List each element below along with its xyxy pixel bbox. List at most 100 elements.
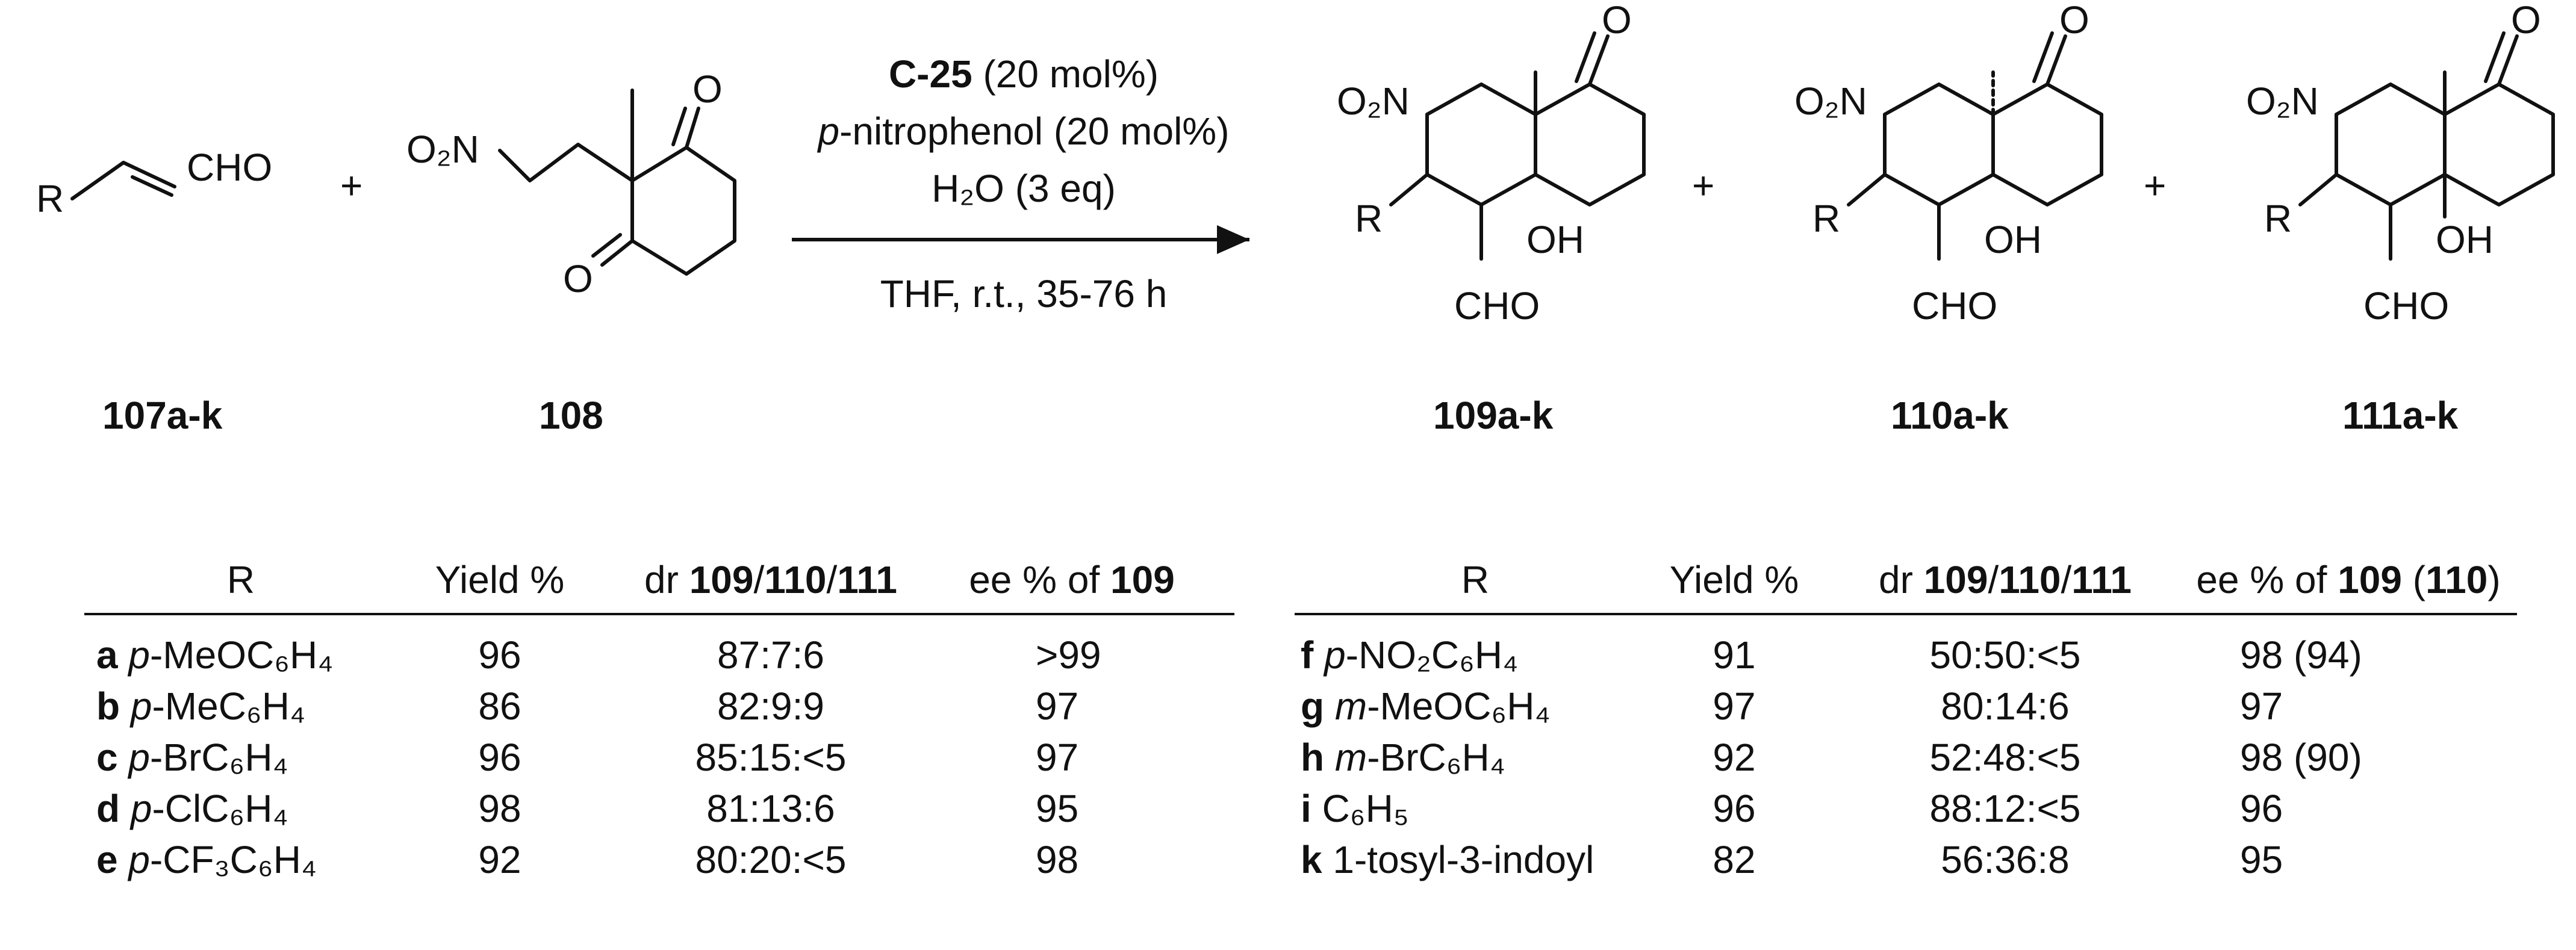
header-yield: Yield % bbox=[435, 558, 565, 601]
cell-substituent: b p-MeC₆H₄ bbox=[96, 685, 305, 728]
substituent-prefix: p bbox=[129, 685, 152, 728]
reactant-108: O₂N O O 108 bbox=[406, 67, 736, 437]
substituent-name: -CF₃C₆H₄ bbox=[150, 838, 317, 881]
ketone-oxygen: O bbox=[1602, 0, 1632, 42]
row-letter: f bbox=[1301, 633, 1314, 677]
cell-dr: 87:7:6 bbox=[717, 633, 824, 677]
cell-substituent: e p-CF₃C₆H₄ bbox=[96, 838, 317, 881]
ketone-oxygen-top: O bbox=[692, 67, 723, 111]
cell-ee: 98 (90) bbox=[2240, 736, 2362, 779]
row-letter: d bbox=[96, 787, 120, 830]
nitro-label: O₂N bbox=[1794, 79, 1867, 123]
hydroxyl-label: OH bbox=[1526, 218, 1584, 261]
cell-yield: 96 bbox=[478, 633, 521, 677]
r-group-label: R bbox=[1355, 197, 1383, 240]
cell-yield: 97 bbox=[1713, 685, 1755, 728]
ketone-oxygen-bottom: O bbox=[563, 257, 593, 300]
cell-substituent: c p-BrC₆H₄ bbox=[96, 736, 288, 779]
cell-yield: 98 bbox=[478, 787, 521, 830]
nitro-label: O₂N bbox=[1337, 79, 1410, 123]
substituent-name: -BrC₆H₄ bbox=[1367, 736, 1505, 779]
water-line: H₂O (3 eq) bbox=[932, 167, 1116, 210]
ketone-oxygen: O bbox=[2059, 0, 2089, 42]
cell-dr: 85:15:<5 bbox=[695, 736, 847, 779]
table-row: c p-BrC₆H₄ 96 85:15:<5 97 bbox=[96, 736, 1078, 779]
cell-ee: 97 bbox=[1036, 685, 1078, 728]
hydroxyl-label: OH bbox=[2436, 218, 2494, 261]
cell-yield: 92 bbox=[1713, 736, 1755, 779]
cell-yield: 86 bbox=[478, 685, 521, 728]
product-111: O O₂N R OH CHO 111a-k bbox=[2246, 0, 2555, 437]
cell-substituent: i C₆H₅ bbox=[1301, 787, 1409, 830]
cell-dr: 80:20:<5 bbox=[695, 838, 847, 881]
row-letter: a bbox=[96, 633, 118, 677]
compound-label-107: 107a-k bbox=[102, 394, 223, 437]
additive-line: p-nitrophenol (20 mol%) bbox=[817, 110, 1230, 153]
substituent-prefix: m bbox=[1335, 736, 1367, 779]
aldehyde-label: CHO bbox=[2363, 284, 2449, 328]
cell-ee: 95 bbox=[2240, 838, 2283, 881]
compound-label-108: 108 bbox=[539, 394, 603, 437]
nitro-label: O₂N bbox=[2246, 79, 2319, 123]
substituent-name: -MeOC₆H₄ bbox=[150, 633, 333, 677]
table-left: R Yield % dr 109/110/111 ee % of 109 a p… bbox=[84, 558, 1234, 881]
ketone-oxygen: O bbox=[2511, 0, 2541, 42]
substituent-name: 1-tosyl-3-indoyl bbox=[1333, 838, 1594, 881]
compound-label-111: 111a-k bbox=[2342, 394, 2459, 437]
row-letter: h bbox=[1301, 736, 1324, 779]
substituent-prefix: p bbox=[127, 838, 150, 881]
substituent-prefix: p bbox=[129, 787, 152, 830]
nitro-label: O₂N bbox=[406, 128, 479, 171]
header-dr: dr 109/110/111 bbox=[1879, 558, 2132, 601]
cell-yield: 91 bbox=[1713, 633, 1755, 677]
cell-yield: 96 bbox=[478, 736, 521, 779]
cell-dr: 52:48:<5 bbox=[1930, 736, 2081, 779]
plus-sign: + bbox=[1692, 164, 1714, 207]
substituent-name: C₆H₅ bbox=[1322, 787, 1409, 830]
reactant-107: R CHO 107a-k bbox=[36, 146, 272, 437]
cell-ee: 97 bbox=[1036, 736, 1078, 779]
r-group-label: R bbox=[1812, 197, 1840, 240]
header-r: R bbox=[1461, 558, 1489, 601]
hydroxyl-label: OH bbox=[1984, 218, 2042, 261]
substituent-name: -MeC₆H₄ bbox=[152, 685, 305, 728]
cell-substituent: f p-NO₂C₆H₄ bbox=[1301, 633, 1518, 677]
row-letter: i bbox=[1301, 787, 1311, 830]
header-dr: dr 109/110/111 bbox=[644, 558, 897, 601]
aldehyde-label: CHO bbox=[1454, 284, 1540, 328]
cell-ee: 98 bbox=[1036, 838, 1078, 881]
substituent-name: -NO₂C₆H₄ bbox=[1346, 633, 1519, 677]
cell-ee: 96 bbox=[2240, 787, 2283, 830]
row-letter: c bbox=[96, 736, 118, 779]
substituent-name: -ClC₆H₄ bbox=[152, 787, 288, 830]
solvent-line: THF, r.t., 35-76 h bbox=[880, 272, 1168, 315]
cell-dr: 82:9:9 bbox=[717, 685, 824, 728]
plus-sign: + bbox=[2144, 164, 2166, 207]
row-letter: g bbox=[1301, 685, 1324, 728]
cell-substituent: h m-BrC₆H₄ bbox=[1301, 736, 1505, 779]
cell-yield: 82 bbox=[1713, 838, 1755, 881]
header-ee: ee % of 109 bbox=[969, 558, 1175, 601]
cell-yield: 96 bbox=[1713, 787, 1755, 830]
cell-dr: 81:13:6 bbox=[706, 787, 835, 830]
cell-substituent: d p-ClC₆H₄ bbox=[96, 787, 288, 830]
catalyst-line: C-25 (20 mol%) bbox=[889, 52, 1159, 96]
aldehyde-label: CHO bbox=[1912, 284, 1997, 328]
substituent-prefix: p bbox=[127, 736, 150, 779]
cell-substituent: k 1-tosyl-3-indoyl bbox=[1301, 838, 1594, 881]
compound-label-109: 109a-k bbox=[1433, 394, 1554, 437]
product-110: O O₂N R OH CHO 110a-k bbox=[1794, 0, 2103, 437]
table-row: b p-MeC₆H₄ 86 82:9:9 97 bbox=[96, 685, 1078, 728]
cell-dr: 50:50:<5 bbox=[1930, 633, 2081, 677]
table-right: R Yield % dr 109/110/111 ee % of 109 (11… bbox=[1295, 558, 2517, 881]
cell-ee: 97 bbox=[2240, 685, 2283, 728]
cell-substituent: g m-MeOC₆H₄ bbox=[1301, 685, 1551, 728]
